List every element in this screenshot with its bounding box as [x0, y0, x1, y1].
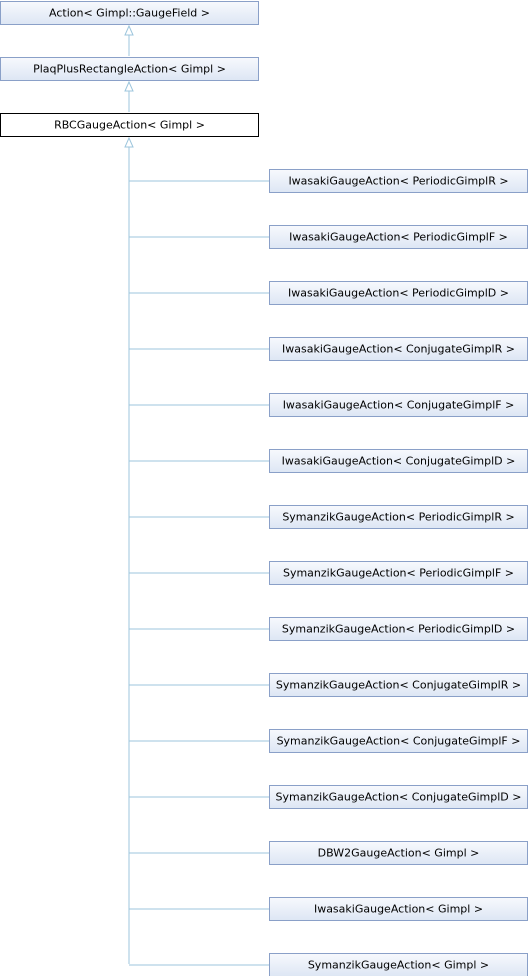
node-action-label: Action< Gimpl::GaugeField > — [49, 7, 210, 20]
node-child-3-label: IwasakiGaugeAction< PeriodicGimplD > — [288, 287, 509, 300]
node-child-2[interactable]: IwasakiGaugeAction< PeriodicGimplF > — [269, 225, 528, 249]
arrow-to-plaq — [124, 80, 134, 92]
node-child-13-label: DBW2GaugeAction< Gimpl > — [318, 847, 480, 860]
node-child-5[interactable]: IwasakiGaugeAction< ConjugateGimplF > — [269, 393, 528, 417]
node-child-8[interactable]: SymanzikGaugeAction< PeriodicGimplF > — [269, 561, 528, 585]
arrow-to-rbc — [124, 136, 134, 148]
node-child-14[interactable]: IwasakiGaugeAction< Gimpl > — [269, 897, 528, 921]
node-child-9[interactable]: SymanzikGaugeAction< PeriodicGimplD > — [269, 617, 528, 641]
node-child-11-label: SymanzikGaugeAction< ConjugateGimplF > — [277, 735, 521, 748]
node-child-6-label: IwasakiGaugeAction< ConjugateGimplD > — [282, 455, 516, 468]
node-action[interactable]: Action< Gimpl::GaugeField > — [0, 1, 259, 25]
node-plaq-plus-rectangle[interactable]: PlaqPlusRectangleAction< Gimpl > — [0, 57, 259, 81]
child-edge-group — [129, 180, 270, 966]
node-child-4[interactable]: IwasakiGaugeAction< ConjugateGimplR > — [269, 337, 528, 361]
inheritance-edges — [124, 24, 270, 966]
node-child-2-label: IwasakiGaugeAction< PeriodicGimplF > — [289, 231, 508, 244]
node-child-11[interactable]: SymanzikGaugeAction< ConjugateGimplF > — [269, 729, 528, 753]
node-child-12-label: SymanzikGaugeAction< ConjugateGimplD > — [275, 791, 521, 804]
node-child-14-label: IwasakiGaugeAction< Gimpl > — [314, 903, 483, 916]
node-child-10-label: SymanzikGaugeAction< ConjugateGimplR > — [276, 679, 521, 692]
node-child-7[interactable]: SymanzikGaugeAction< PeriodicGimplR > — [269, 505, 528, 529]
node-child-12[interactable]: SymanzikGaugeAction< ConjugateGimplD > — [269, 785, 528, 809]
arrow-to-action — [124, 24, 134, 36]
node-child-1-label: IwasakiGaugeAction< PeriodicGimplR > — [288, 175, 508, 188]
node-child-13[interactable]: DBW2GaugeAction< Gimpl > — [269, 841, 528, 865]
child-node-group: IwasakiGaugeAction< PeriodicGimplR > Iwas… — [269, 169, 528, 976]
node-child-15-label: SymanzikGaugeAction< Gimpl > — [308, 959, 489, 972]
node-child-6[interactable]: IwasakiGaugeAction< ConjugateGimplD > — [269, 449, 528, 473]
node-child-3[interactable]: IwasakiGaugeAction< PeriodicGimplD > — [269, 281, 528, 305]
node-child-1[interactable]: IwasakiGaugeAction< PeriodicGimplR > — [269, 169, 528, 193]
node-child-5-label: IwasakiGaugeAction< ConjugateGimplF > — [283, 399, 515, 412]
node-child-10[interactable]: SymanzikGaugeAction< ConjugateGimplR > — [269, 673, 528, 697]
node-child-7-label: SymanzikGaugeAction< PeriodicGimplR > — [282, 511, 514, 524]
node-child-8-label: SymanzikGaugeAction< PeriodicGimplF > — [283, 567, 514, 580]
node-rbc-label: RBCGaugeAction< Gimpl > — [54, 119, 205, 132]
node-rbc-current: RBCGaugeAction< Gimpl > — [0, 113, 259, 137]
node-child-9-label: SymanzikGaugeAction< PeriodicGimplD > — [282, 623, 515, 636]
node-child-4-label: IwasakiGaugeAction< ConjugateGimplR > — [282, 343, 515, 356]
node-child-15[interactable]: SymanzikGaugeAction< Gimpl > — [269, 953, 528, 976]
node-plaq-plus-rectangle-label: PlaqPlusRectangleAction< Gimpl > — [33, 63, 226, 76]
